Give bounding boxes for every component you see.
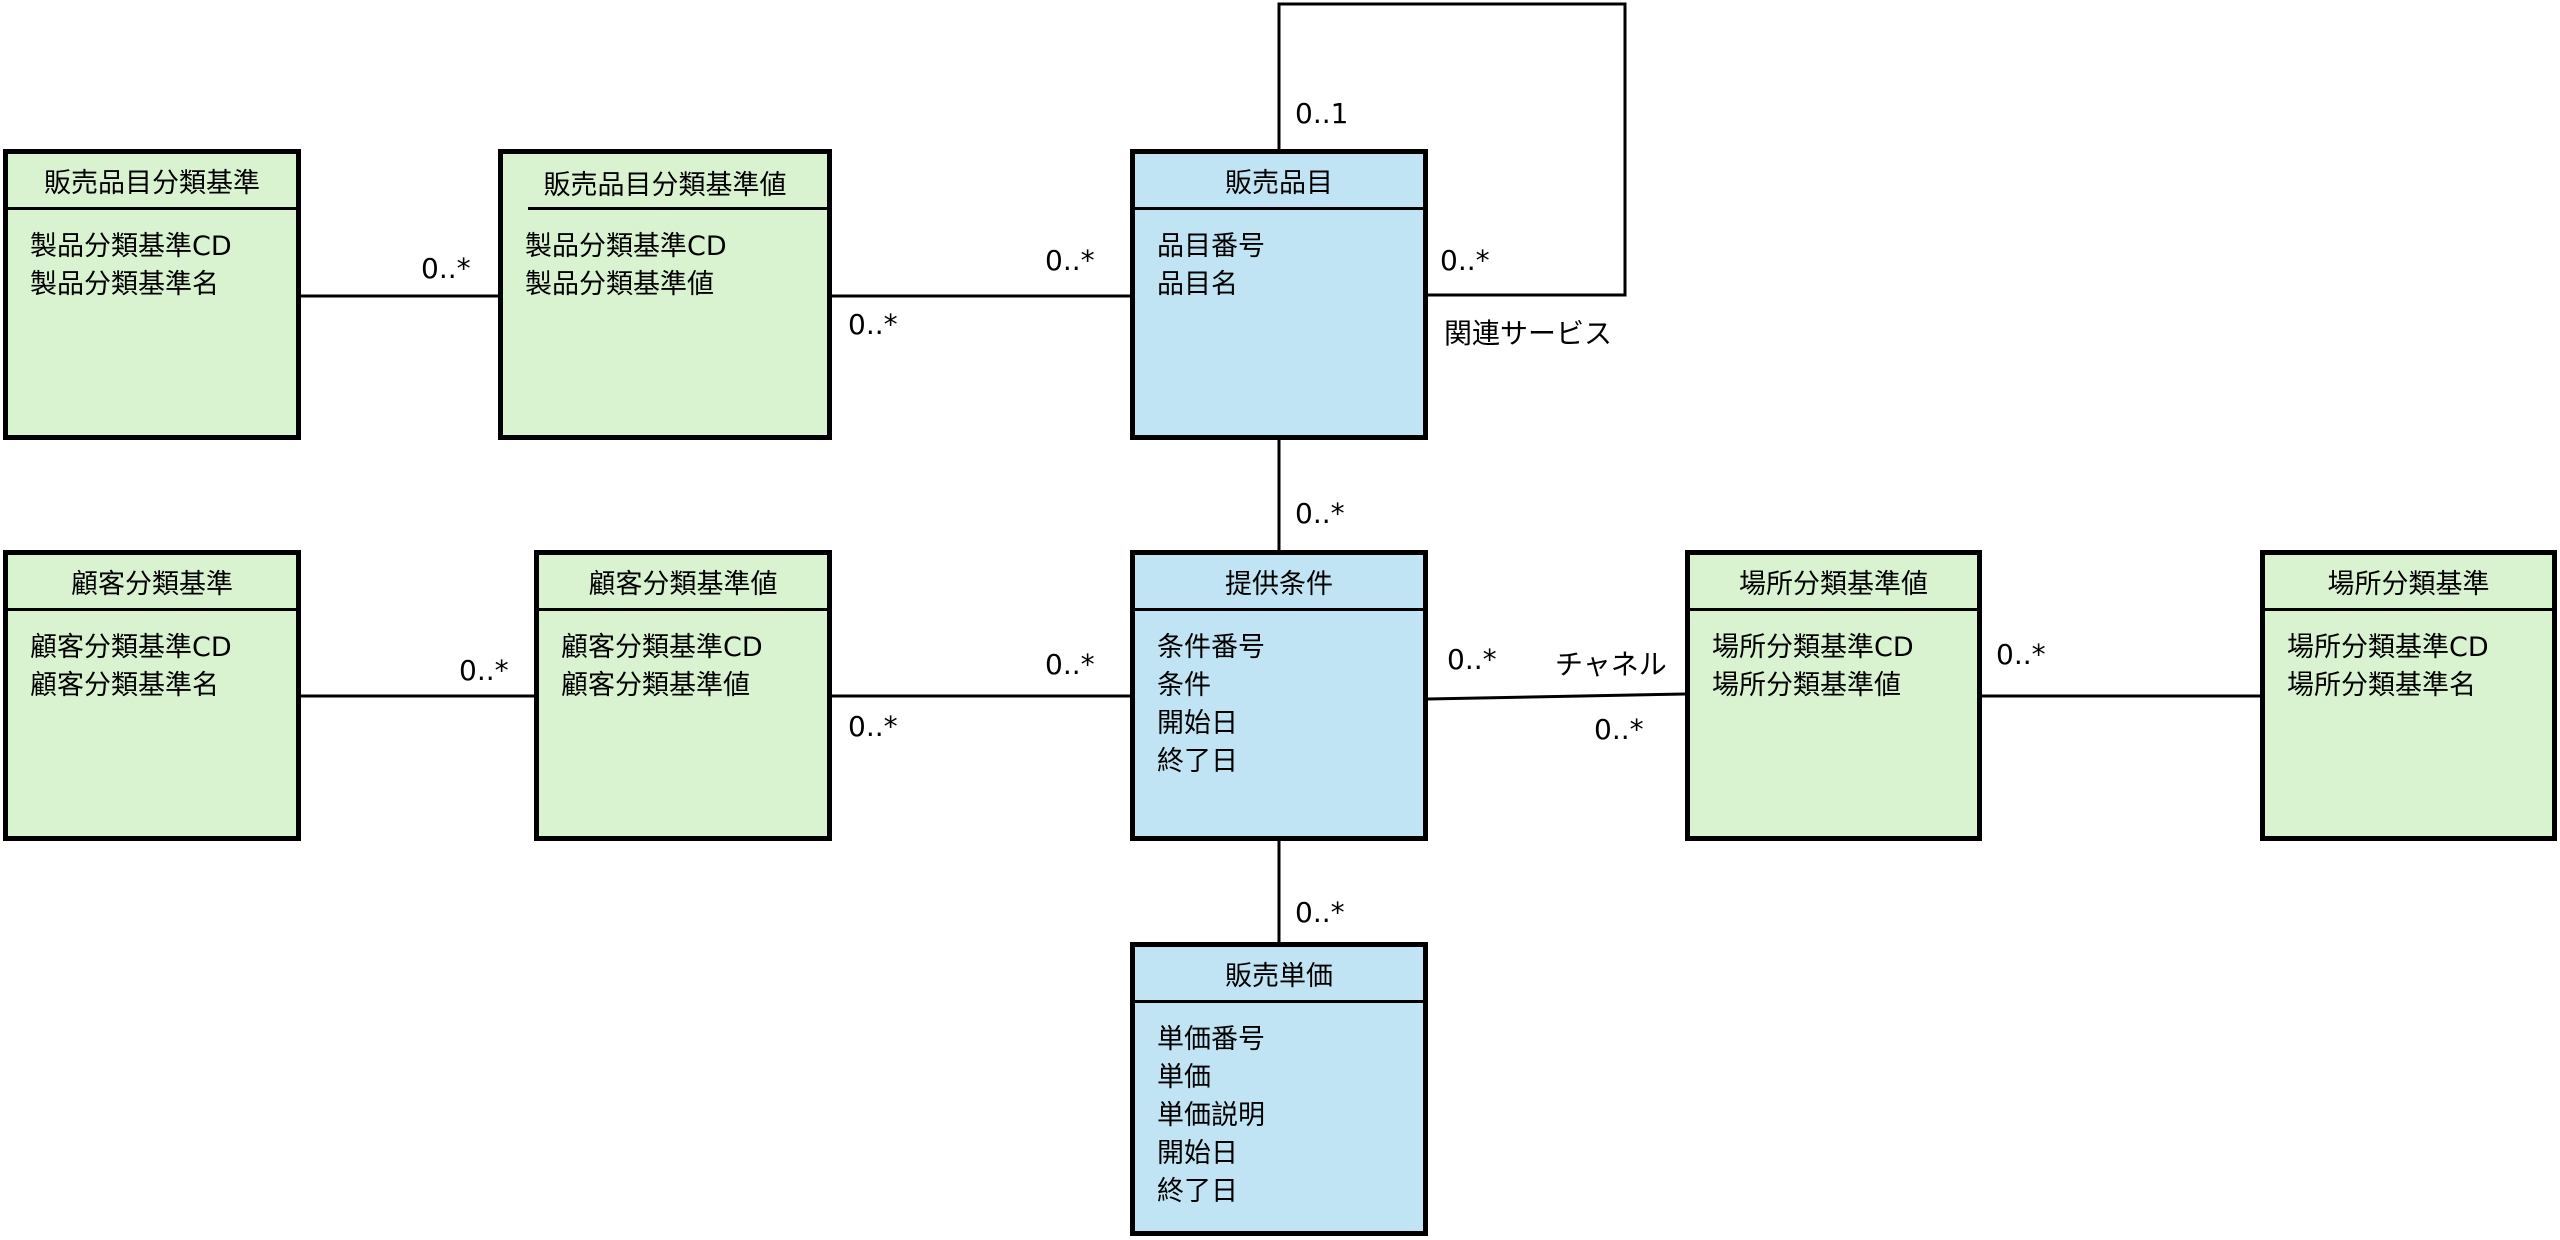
class-attribute: 単価 [1157, 1062, 1211, 1093]
class-attribute: 開始日 [1157, 708, 1238, 739]
class-attribute: 製品分類基準名 [30, 269, 219, 300]
class-attributes: 品目番号品目名 [1135, 210, 1423, 304]
class-attribute: 条件番号 [1157, 632, 1265, 663]
class-attributes: 場所分類基準CD 場所分類基準名 [2265, 611, 2552, 705]
class-attributes: 顧客分類基準CD 顧客分類基準名 [8, 611, 296, 705]
class-name: 提供条件 [1135, 555, 1423, 611]
class-name: 販売品目 [1135, 154, 1423, 210]
class-name: 場所分類基準値 [1690, 555, 1977, 611]
class-attribute: 顧客分類基準名 [30, 670, 219, 701]
class-attribute: 顧客分類基準CD [30, 632, 232, 663]
class-name: 販売品目分類基準値 [503, 154, 827, 210]
class-attribute: 品目番号 [1157, 231, 1265, 262]
role-label: チャネル [1555, 648, 1667, 681]
class-name: 顧客分類基準値 [539, 555, 827, 611]
multiplicity-label: 0..* [1295, 896, 1345, 929]
role-label: 関連サービス [1444, 317, 1613, 350]
class-attribute: 終了日 [1157, 1176, 1238, 1207]
multiplicity-label: 0..* [1045, 244, 1095, 277]
class-attributes: 顧客分類基準CD 顧客分類基準値 [539, 611, 827, 705]
multiplicity-label: 0..* [848, 308, 898, 341]
class-name: 顧客分類基準 [8, 555, 296, 611]
class-attribute: 顧客分類基準値 [561, 670, 750, 701]
class-box-unit-price[interactable]: 販売単価単価番号単価単価説明開始日終了日 [1130, 942, 1428, 1236]
multiplicity-label: 0..1 [1295, 97, 1349, 130]
class-attribute: 製品分類基準CD [30, 231, 232, 262]
class-name: 販売単価 [1135, 947, 1423, 1003]
class-attributes: 場所分類基準CD 場所分類基準値 [1690, 611, 1977, 705]
class-attribute: 場所分類基準名 [2287, 670, 2476, 701]
class-attribute: 単価番号 [1157, 1024, 1265, 1055]
multiplicity-label: 0..* [1447, 643, 1497, 676]
class-attribute: 製品分類基準値 [525, 269, 714, 300]
multiplicity-label: 0..* [1440, 244, 1490, 277]
class-box-place-cat-criteria[interactable]: 場所分類基準場所分類基準CD 場所分類基準名 [2260, 550, 2557, 841]
class-attribute: 単価説明 [1157, 1100, 1265, 1131]
class-box-customer-cat-criteria[interactable]: 顧客分類基準顧客分類基準CD 顧客分類基準名 [3, 550, 301, 841]
class-attribute: 終了日 [1157, 746, 1238, 777]
multiplicity-label: 0..* [1594, 713, 1644, 746]
multiplicity-label: 0..* [1996, 638, 2046, 671]
class-name: 場所分類基準 [2265, 555, 2552, 611]
class-attribute: 場所分類基準CD [1712, 632, 1914, 663]
multiplicity-label: 0..* [1295, 497, 1345, 530]
class-attribute: 場所分類基準値 [1712, 670, 1901, 701]
multiplicity-label: 0..* [421, 252, 471, 285]
assoc-related-service-loop [1277, 2, 1627, 297]
class-attribute: 品目名 [1157, 269, 1238, 300]
class-attribute: 条件 [1157, 670, 1211, 701]
class-attribute: 開始日 [1157, 1138, 1238, 1169]
class-name: 販売品目分類基準 [8, 154, 296, 210]
multiplicity-label: 0..* [459, 654, 509, 687]
multiplicity-label: 0..* [848, 710, 898, 743]
class-box-sales-item[interactable]: 販売品目品目番号品目名 [1130, 149, 1428, 440]
class-attributes: 単価番号単価単価説明開始日終了日 [1135, 1003, 1423, 1211]
class-attribute: 場所分類基準CD [2287, 632, 2489, 663]
assoc-condition-place [1427, 692, 1686, 701]
class-box-offer-condition[interactable]: 提供条件条件番号条件開始日終了日 [1130, 550, 1428, 841]
multiplicity-label: 0..* [1045, 648, 1095, 681]
class-attributes: 製品分類基準CD 製品分類基準値 [503, 210, 827, 304]
class-box-item-cat-criteria[interactable]: 販売品目分類基準製品分類基準CD 製品分類基準名 [3, 149, 301, 440]
class-attributes: 製品分類基準CD 製品分類基準名 [8, 210, 296, 304]
class-attribute: 製品分類基準CD [525, 231, 727, 262]
class-box-item-cat-value[interactable]: 販売品目分類基準値製品分類基準CD 製品分類基準値 [498, 149, 832, 440]
class-attribute: 顧客分類基準CD [561, 632, 763, 663]
class-attributes: 条件番号条件開始日終了日 [1135, 611, 1423, 781]
